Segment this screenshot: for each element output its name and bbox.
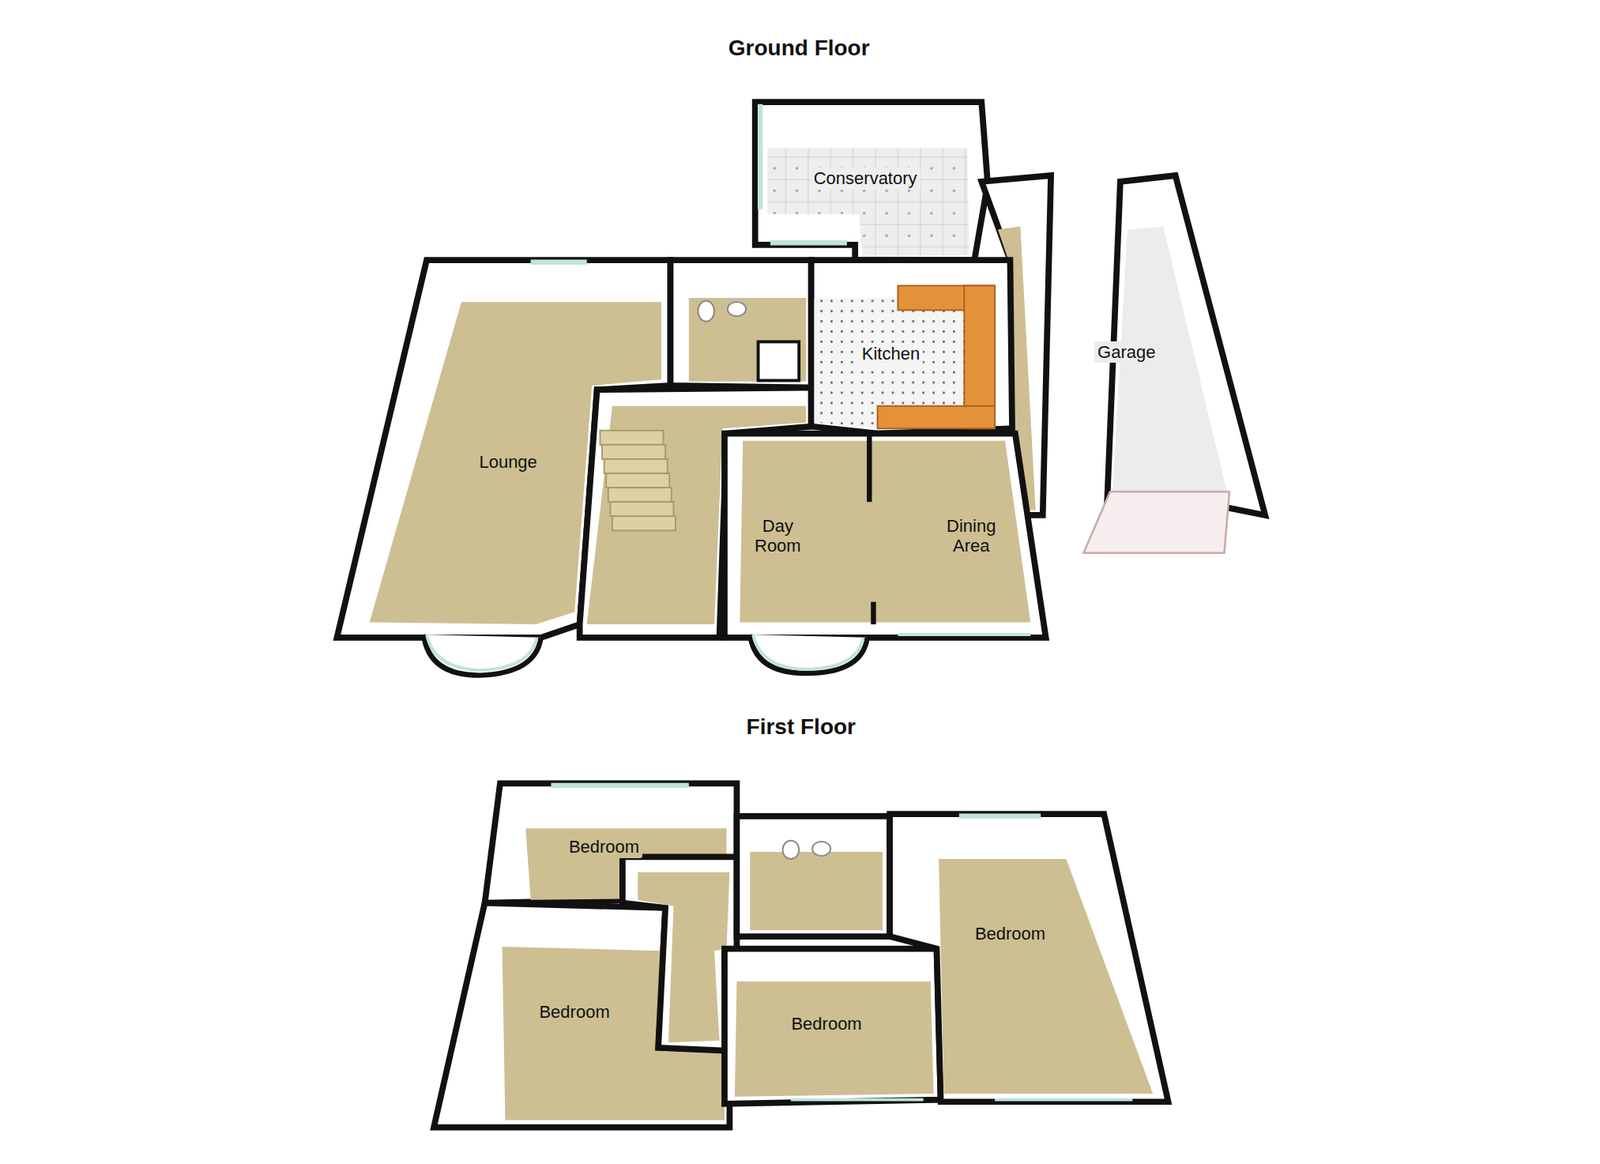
room-area: Day Room Dining Area bbox=[746, 515, 1002, 558]
room-label: Dining Area bbox=[940, 515, 1002, 558]
room-label: Kitchen bbox=[858, 342, 923, 365]
room-area: Bedroom bbox=[787, 1012, 865, 1035]
floor-heading: Ground Floor bbox=[728, 35, 870, 61]
room-label: Lounge bbox=[475, 451, 540, 473]
room-area: Bedroom bbox=[971, 922, 1049, 945]
room-label: Garage bbox=[1094, 341, 1159, 363]
room-label: Bedroom bbox=[787, 1012, 865, 1035]
room-area: Conservatory bbox=[810, 167, 921, 189]
room-area: Bedroom bbox=[535, 1001, 613, 1023]
room-area: Garage bbox=[1094, 341, 1159, 363]
room-label: Bedroom bbox=[565, 835, 643, 858]
room-label: Conservatory bbox=[810, 167, 921, 189]
room-area: Bedroom bbox=[565, 835, 643, 858]
room-area: Lounge bbox=[475, 451, 540, 473]
floor-heading: First Floor bbox=[746, 714, 856, 740]
room-label: Bedroom bbox=[971, 922, 1049, 945]
room-label: Bedroom bbox=[535, 1001, 613, 1023]
room-label: Day Room bbox=[746, 515, 809, 558]
room-area: Kitchen bbox=[858, 342, 923, 365]
